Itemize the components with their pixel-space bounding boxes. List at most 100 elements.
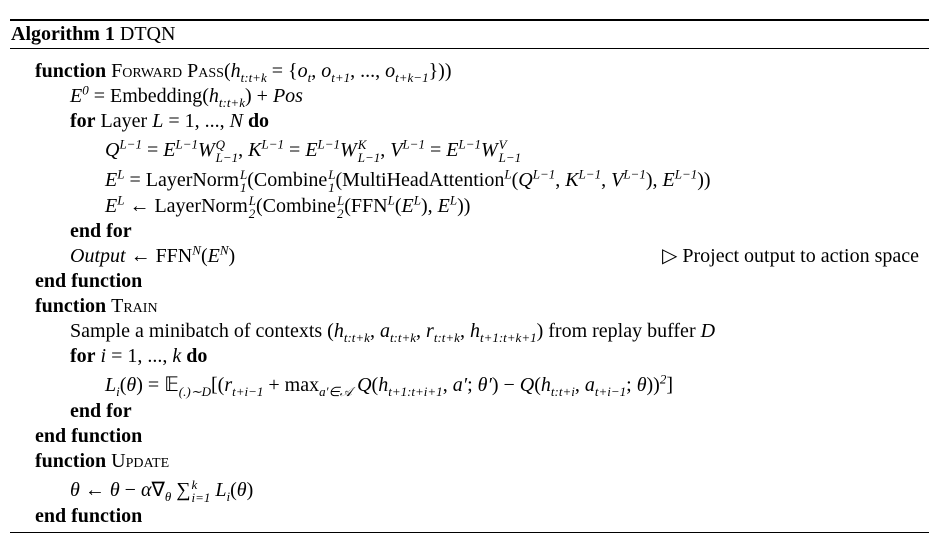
- math-text: ,: [601, 169, 612, 191]
- subscript: t:t+k: [240, 70, 267, 85]
- algorithm-name: DTQN: [119, 23, 176, 45]
- superscript: N: [219, 242, 229, 258]
- math-text: = 1, ...,: [106, 345, 173, 367]
- math-text: (: [119, 374, 127, 396]
- math-text: θ′: [477, 374, 492, 396]
- math-text: ) −: [491, 374, 520, 396]
- math-text: (: [394, 195, 402, 217]
- algorithm-line: for Layer L = 1, ..., N do: [0, 109, 939, 134]
- math-text: α: [140, 479, 152, 501]
- math-text: ← FFN: [125, 245, 193, 267]
- math-text: θ: [126, 374, 137, 396]
- superscript: L−1: [578, 166, 602, 182]
- top-rule: [10, 19, 929, 21]
- superscript: L: [336, 193, 345, 209]
- math-text: )): [457, 195, 471, 217]
- superscript: K: [357, 137, 367, 153]
- subscript: L−1: [498, 150, 522, 166]
- math-text: E: [105, 169, 118, 191]
- subscript: 2: [248, 206, 256, 222]
- math-text: E: [401, 195, 414, 217]
- superscript: L−1: [402, 136, 425, 152]
- math-text: V: [611, 169, 624, 191]
- subscript: L−1: [215, 150, 239, 166]
- subscript: t: [307, 70, 312, 85]
- math-text: Q: [519, 374, 535, 396]
- keyword: function: [35, 295, 107, 317]
- subscript: t:t+i: [550, 384, 575, 399]
- math-text: (MultiHeadAttention: [335, 169, 505, 191]
- math-text: ,: [459, 320, 470, 342]
- subscript: t:t+k: [389, 330, 417, 345]
- math-text: E: [446, 139, 459, 161]
- math-text: Update: [111, 450, 170, 472]
- math-text: ): [228, 245, 236, 267]
- math-text: ∑: [171, 479, 191, 501]
- math-text: o: [297, 60, 308, 82]
- subscript: i=1: [191, 490, 211, 506]
- math-text: ) = 𝔼: [136, 374, 179, 396]
- math-text: E: [437, 195, 450, 217]
- math-text: ,: [416, 320, 427, 342]
- superscript: k: [191, 477, 198, 493]
- math-text: E: [305, 139, 318, 161]
- math-text: θ: [70, 479, 80, 501]
- math-text: ;: [467, 374, 478, 396]
- keyword: for: [70, 345, 96, 367]
- math-text: E: [163, 139, 176, 161]
- math-text: E: [105, 195, 118, 217]
- math-text: ∇: [151, 479, 165, 501]
- subscript: θ: [164, 489, 172, 504]
- math-text: })): [428, 60, 452, 82]
- math-text: V: [390, 139, 403, 161]
- subscript: L−1: [357, 150, 381, 166]
- math-text: E: [662, 169, 675, 191]
- line-comment: ▷ Project output to action space: [662, 245, 919, 267]
- math-text: N: [229, 110, 243, 132]
- math-text: (: [230, 479, 237, 501]
- keyword: function: [35, 450, 107, 472]
- math-text: θ: [636, 374, 647, 396]
- algorithm-label: Algorithm 1: [11, 23, 115, 45]
- algorithm-line: function Forward Pass(ht:t+k = {ot, ot+1…: [0, 59, 939, 84]
- algorithm-line: end function: [0, 504, 939, 529]
- algorithm-line: function Train: [0, 294, 939, 319]
- superscript: Q: [215, 137, 226, 153]
- math-text: = Embedding(: [88, 85, 209, 107]
- math-text: ,: [369, 320, 380, 342]
- math-text: L: [152, 110, 164, 132]
- math-text: ← LayerNorm: [124, 195, 248, 217]
- math-text: a: [379, 320, 390, 342]
- math-text: =: [284, 139, 306, 161]
- superscript: L−1: [175, 136, 198, 152]
- math-text: ,: [574, 374, 585, 396]
- math-text: h: [540, 374, 551, 396]
- math-text: D: [700, 320, 716, 342]
- math-text: Output: [70, 245, 126, 267]
- math-text: = {: [266, 60, 298, 82]
- math-text: a: [584, 374, 595, 396]
- superscript: L: [328, 167, 336, 183]
- keyword: end function: [35, 270, 143, 292]
- math-text: r: [426, 320, 434, 342]
- math-text: K: [565, 169, 579, 191]
- math-text: Q: [352, 374, 372, 396]
- algorithm-line: Output ← FFNN(EN)▷ Project output to act…: [0, 242, 939, 269]
- keyword: do: [186, 345, 208, 367]
- subscript: i: [226, 489, 231, 504]
- math-text: ,: [380, 139, 391, 161]
- math-text: Train: [111, 295, 158, 317]
- math-text: ,: [442, 374, 453, 396]
- superscript: L−1: [261, 136, 285, 152]
- math-text: K: [248, 139, 262, 161]
- caption-rule: [10, 48, 929, 49]
- algorithm-line: for i = 1, ..., k do: [0, 344, 939, 369]
- math-text: ),: [420, 195, 438, 217]
